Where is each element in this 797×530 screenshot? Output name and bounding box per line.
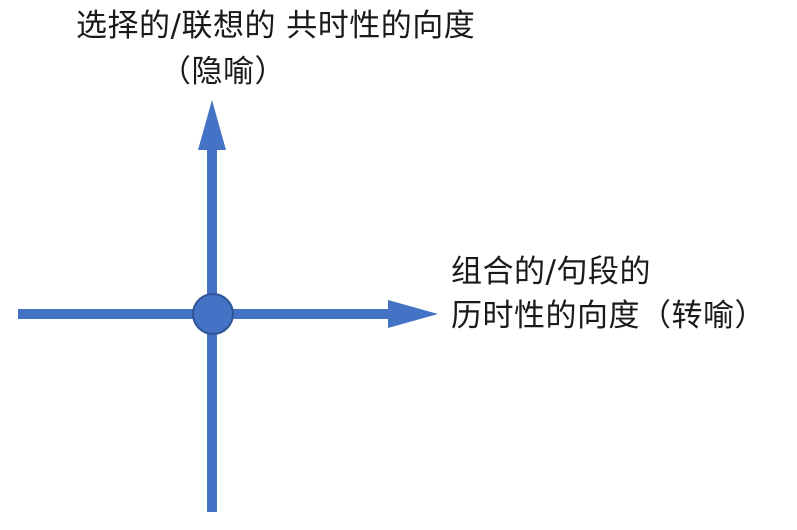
vertical-arrowhead bbox=[198, 100, 226, 150]
horizontal-axis-label: 组合的/句段的 bbox=[451, 254, 651, 290]
vertical-axis-sublabel: （隐喻） bbox=[160, 54, 286, 90]
origin-node bbox=[192, 293, 234, 335]
horizontal-arrowhead bbox=[388, 300, 438, 328]
horizontal-axis-sublabel: 历时性的向度（转喻） bbox=[451, 298, 766, 334]
vertical-axis-label: 选择的/联想的 共时性的向度 bbox=[76, 8, 476, 44]
